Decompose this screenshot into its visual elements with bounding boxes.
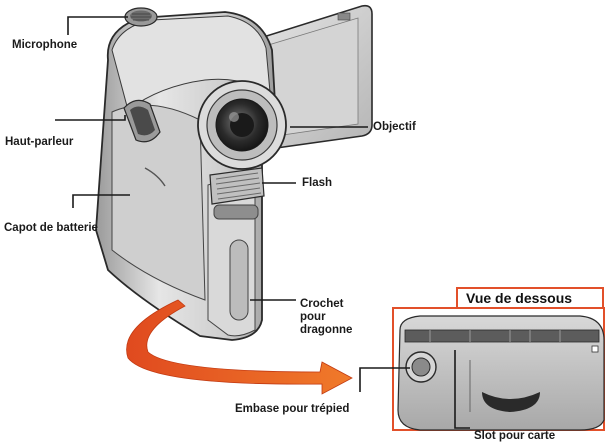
label-microphone: Microphone xyxy=(12,39,78,51)
label-strap-hook: Crochet pour dragonne xyxy=(300,298,353,336)
lens xyxy=(197,80,287,170)
tripod-mount xyxy=(405,351,437,383)
label-tripod-mount: Embase pour trépied xyxy=(235,403,350,415)
label-battery-cover: Capot de batterie xyxy=(4,222,98,234)
bottom-view-title: Vue de dessous xyxy=(456,287,604,309)
flash xyxy=(209,167,265,205)
speaker xyxy=(123,99,161,143)
leader-lines xyxy=(55,16,470,429)
label-flash: Flash xyxy=(302,177,333,189)
direction-arrow xyxy=(126,299,353,395)
microphone xyxy=(124,7,158,27)
label-card-slot: Slot pour carte xyxy=(474,430,556,442)
label-speaker: Haut-parleur xyxy=(5,136,74,148)
camcorder-body xyxy=(95,11,277,341)
label-lens: Objectif xyxy=(373,121,416,133)
